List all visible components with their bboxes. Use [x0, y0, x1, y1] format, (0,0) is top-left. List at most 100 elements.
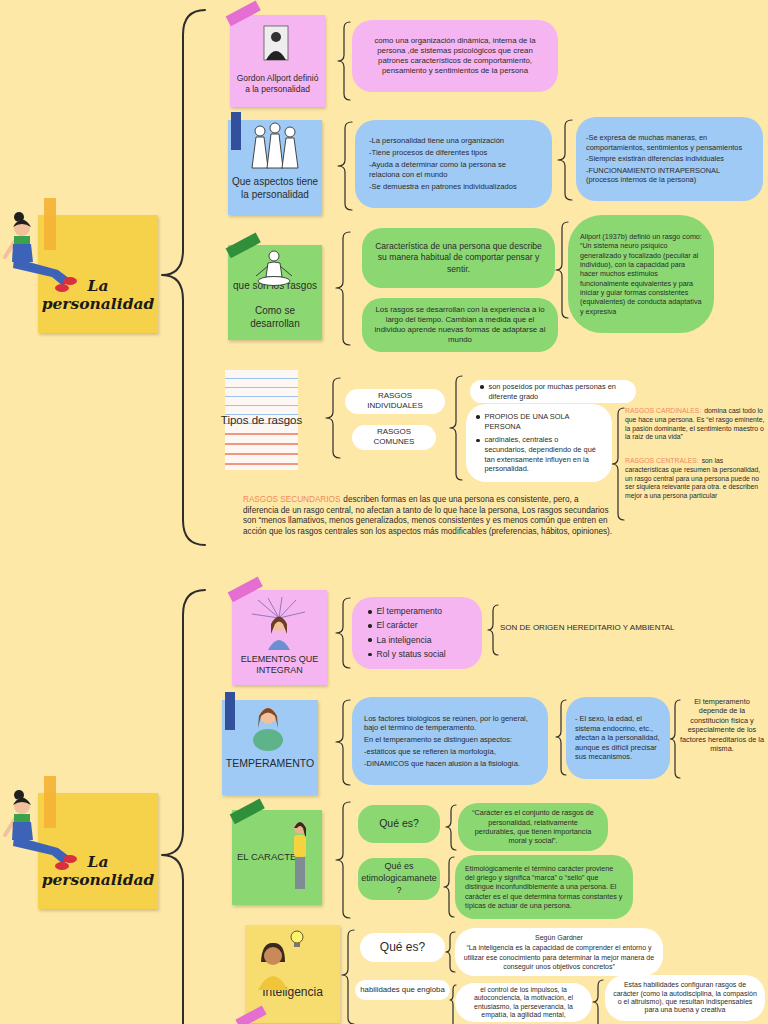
- big-brace: [162, 590, 205, 1024]
- node-text: La personalidad: [38, 853, 158, 889]
- meditator-body: [266, 262, 282, 277]
- note-text: RASGOS SECUNDARIOSdescriben formas en la…: [243, 495, 615, 538]
- info-bubble: Allport (1937b) definió un rasgo como: “…: [568, 215, 714, 333]
- node-text: Qué es?: [380, 940, 425, 956]
- question-pill: Qué es etimologicamanete ?: [358, 858, 440, 900]
- tape: [228, 577, 263, 603]
- highlight-term: RASGOS CARDINALES:: [625, 407, 701, 414]
- sticky-note: Inteligencia: [245, 925, 340, 1023]
- list-item: cardinales, centrales o secundarios, dep…: [476, 435, 602, 474]
- highlight-term: RASGOS CENTRALES:: [625, 457, 699, 464]
- question-pill: habilidades que engloba: [355, 980, 450, 1000]
- brace: [336, 802, 350, 918]
- info-bubble: -La personalidad tiene una organización-…: [355, 120, 552, 208]
- meditator-arms: [256, 266, 292, 276]
- woman-head: [270, 123, 280, 133]
- node-text: -FUNCIONAMIENTO INTRAPERSONAL (procesos …: [586, 166, 753, 185]
- node-text: Rol y status social: [377, 649, 446, 660]
- woman-top: [294, 835, 306, 857]
- node-text: -Siempre existirán diferencias individua…: [586, 154, 753, 164]
- woman-head: [272, 617, 286, 631]
- brace: [336, 700, 350, 785]
- info-bubble: “Carácter es el conjunto de rasgos de pe…: [458, 803, 608, 851]
- girl-figure: [5, 212, 77, 292]
- sticky-note: que son los rasgosComo se desarrollan: [228, 245, 322, 340]
- lightbulb: [291, 931, 303, 943]
- node-text: Allport (1937b) definió un rasgo como: “…: [580, 232, 702, 316]
- category-pill: RASGOS COMUNES: [352, 425, 436, 450]
- node-text: Qué es?: [379, 817, 419, 831]
- bullet-box: PROPIOS DE UNA SOLA PERSONA cardinales, c…: [466, 404, 612, 482]
- node-text: Como se desarrollan: [231, 304, 319, 330]
- node-text: Estas habilidades configuran rasgos de c…: [613, 981, 757, 1015]
- node-text: “Carácter es el conjunto de rasgos de pe…: [468, 808, 598, 846]
- bullet-dot: [368, 653, 372, 657]
- bullet-box: El temperamentoEl carácterLa inteligenci…: [352, 597, 482, 669]
- brace: [446, 932, 455, 972]
- bullet-dot: [368, 624, 372, 628]
- brace: [670, 700, 680, 778]
- sticky-note: Gordon Allport definió a la personalidad: [230, 15, 325, 107]
- node-text: La personalidad: [38, 277, 158, 313]
- bullet-dot: [480, 385, 484, 389]
- bullet-dot: [476, 439, 480, 443]
- topic-note: La personalidad: [38, 215, 158, 333]
- brace: [326, 378, 340, 458]
- node-text: -Ayuda a determinar como la persona se r…: [369, 160, 538, 180]
- info-bubble: Los rasgos se desarrollan con la experie…: [362, 298, 558, 352]
- bullet-dot: [368, 610, 372, 614]
- bullet-dot: [476, 415, 480, 419]
- tape: [225, 692, 235, 730]
- node-text: PROPIOS DE UNA SOLA PERSONA: [485, 412, 603, 431]
- node-text: -DINAMICOS que hacen alusión a la fisiol…: [364, 759, 536, 769]
- node-text: cardinales, centrales o secundarios, dep…: [485, 435, 603, 474]
- node-text: “La inteligencia es la capacidad de comp…: [463, 943, 655, 970]
- meditator-head: [269, 251, 279, 261]
- question-pill: Qué es?: [360, 933, 445, 962]
- node-text: -Se expresa de muchas maneras, en compor…: [586, 133, 753, 152]
- woman-hair: [294, 822, 306, 840]
- meditator-legs: [258, 277, 290, 286]
- node-text: TEMPERAMENTO: [226, 757, 314, 771]
- woman-head: [294, 822, 306, 834]
- list-item: PROPIOS DE UNA SOLA PERSONA: [476, 412, 602, 431]
- portrait-head: [271, 32, 281, 42]
- brace: [444, 857, 454, 917]
- node-text: Los factores biológicos se reúnen, por l…: [364, 714, 536, 734]
- woman-head: [260, 708, 276, 724]
- brace: [338, 122, 352, 210]
- woman-body: [282, 138, 298, 168]
- brace: [336, 232, 350, 345]
- node-text: En el temperamento se distinguen aspecto…: [364, 735, 536, 745]
- node-text: RASGOS INDIVIDUALES: [349, 391, 441, 412]
- node-text: -estáticos que se refieren la morfología…: [364, 747, 536, 757]
- note-text: RASGOS CARDINALES:domina casi todo lo qu…: [625, 407, 765, 442]
- info-bubble: Estas habilidades configuran rasgos de c…: [605, 975, 765, 1021]
- brace: [450, 376, 462, 480]
- woman-head: [285, 127, 295, 137]
- list-item: Rol y status social: [368, 649, 466, 660]
- woman-body: [253, 729, 283, 751]
- node-text: como una organización dinámica, interna …: [366, 36, 544, 77]
- lined-paper: Tipos de rasgos: [225, 370, 298, 470]
- tape: [44, 776, 56, 828]
- brace: [612, 408, 624, 520]
- info-bubble: - El sexo, la edad, el sistema endocrino…: [566, 697, 670, 779]
- brace: [338, 22, 350, 100]
- label-text: SON DE ORIGEN HEREDITARIO Y AMBIENTAL: [500, 623, 675, 632]
- brace: [488, 605, 498, 655]
- list-item: El carácter: [368, 620, 466, 631]
- list-item: son poseídos por muchas personas en dife…: [480, 382, 626, 401]
- girl-hair: [261, 943, 285, 962]
- info-bubble: como una organización dinámica, interna …: [352, 20, 558, 92]
- info-bubble: Según Gardner“La inteligencia es la capa…: [455, 928, 663, 976]
- sticky-note: ELEMENTOS QUE INTEGRAN: [232, 590, 327, 685]
- bullet-pill: son poseídos por muchas personas en dife…: [470, 380, 636, 403]
- thought-lines: [252, 597, 305, 618]
- node-text: - El sexo, la edad, el sistema endocrino…: [575, 714, 661, 762]
- portrait-frame: [264, 26, 288, 60]
- node-text: Que aspectos tiene la personalidad: [231, 175, 319, 201]
- note-text: El temperamento depende de la constituci…: [680, 697, 764, 754]
- info-bubble: Los factores biológicos se reúnen, por l…: [352, 697, 548, 785]
